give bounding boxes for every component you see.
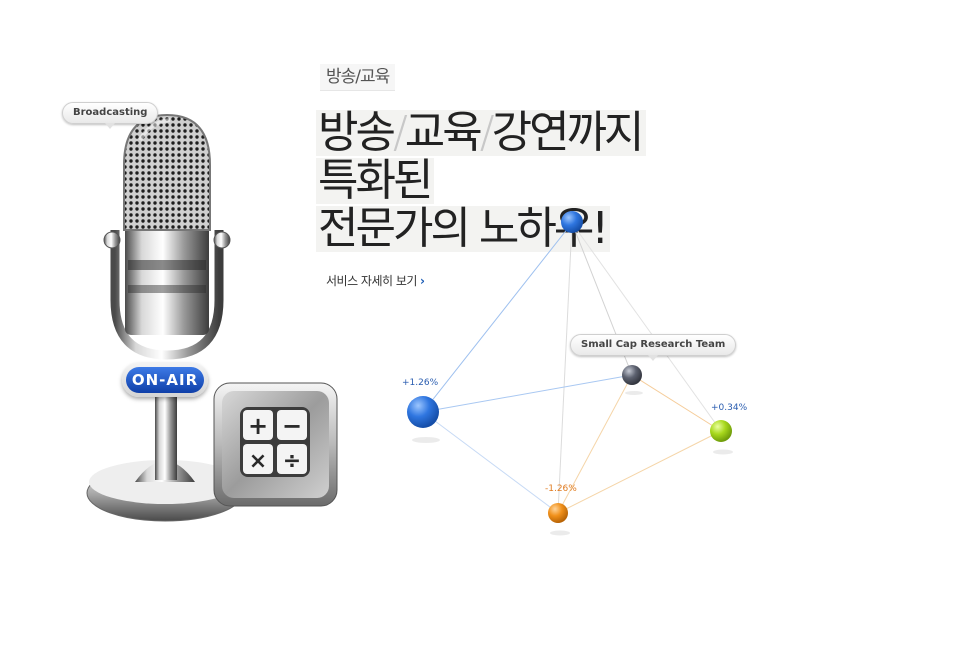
service-detail-label: 서비스 자세히 보기 bbox=[326, 274, 417, 288]
headline: 방송/교육/강연까지 특화된 전문가의 노하우! bbox=[316, 110, 646, 254]
node-green-label: +0.34% bbox=[711, 403, 748, 413]
on-air-badge: ON-AIR bbox=[122, 363, 208, 397]
mic-body bbox=[125, 220, 209, 335]
node-gray[interactable] bbox=[622, 365, 642, 385]
on-air-label: ON-AIR bbox=[126, 367, 204, 393]
node-orange-label: -1.26% bbox=[545, 484, 577, 494]
mic-band bbox=[128, 285, 206, 293]
node-green[interactable] bbox=[710, 420, 732, 442]
calc-key bbox=[277, 410, 307, 440]
category-tag: 방송/교육 bbox=[320, 64, 396, 91]
headline-slash: / bbox=[392, 107, 408, 158]
calc-key bbox=[277, 444, 307, 474]
edge-left-bottom bbox=[422, 411, 559, 514]
broadcasting-bubble: Broadcasting bbox=[62, 102, 159, 129]
headline-word-broadcast: 방송 bbox=[318, 107, 396, 158]
mic-band bbox=[128, 260, 206, 270]
edge-gray-bottom bbox=[557, 374, 633, 514]
headline-line-1: 방송/교육/강연까지 bbox=[316, 110, 646, 156]
mic-knob-left bbox=[103, 231, 121, 249]
headline-line-3: 전문가의 노하우! bbox=[316, 206, 610, 252]
multiply-icon: × bbox=[249, 449, 267, 474]
edge-bottom-green bbox=[557, 430, 722, 514]
headline-word-education: 교육 bbox=[404, 107, 483, 158]
edge-left-gray bbox=[422, 374, 633, 413]
calculator-icon: + − × ÷ bbox=[213, 382, 338, 507]
node-shadow bbox=[713, 449, 733, 455]
headline-slash: / bbox=[479, 107, 495, 158]
microphone-icon bbox=[86, 113, 244, 522]
network-edges bbox=[422, 222, 722, 514]
node-top-blue[interactable] bbox=[561, 211, 583, 233]
mic-knob-right bbox=[213, 231, 231, 249]
node-shadow bbox=[412, 437, 440, 443]
small-cap-team-bubble: Small Cap Research Team bbox=[570, 334, 737, 361]
node-orange[interactable] bbox=[548, 503, 568, 523]
node-shadow bbox=[550, 530, 570, 536]
node-blue-label: +1.26% bbox=[402, 378, 439, 388]
mic-grille bbox=[123, 113, 211, 231]
headline-word-lecture: 강연까지 bbox=[491, 107, 645, 158]
calc-key bbox=[243, 444, 273, 474]
edge-gray-green bbox=[631, 374, 722, 432]
edge-top-green bbox=[571, 222, 722, 432]
mic-highlight bbox=[138, 118, 171, 142]
plus-icon: + bbox=[248, 412, 268, 440]
headline-line-2: 특화된 bbox=[316, 158, 435, 204]
chevron-right-icon: › bbox=[419, 274, 425, 288]
service-detail-link[interactable]: 서비스 자세히 보기› bbox=[326, 272, 425, 289]
minus-icon: − bbox=[282, 412, 302, 440]
mic-yoke bbox=[110, 230, 224, 360]
node-left-blue[interactable] bbox=[407, 396, 439, 428]
mic-stem bbox=[155, 390, 177, 480]
edge-top-bottom bbox=[557, 222, 573, 514]
divide-icon: ÷ bbox=[283, 449, 301, 474]
edge-top-left bbox=[422, 222, 573, 413]
node-shadow bbox=[625, 391, 643, 395]
calc-key bbox=[243, 410, 273, 440]
